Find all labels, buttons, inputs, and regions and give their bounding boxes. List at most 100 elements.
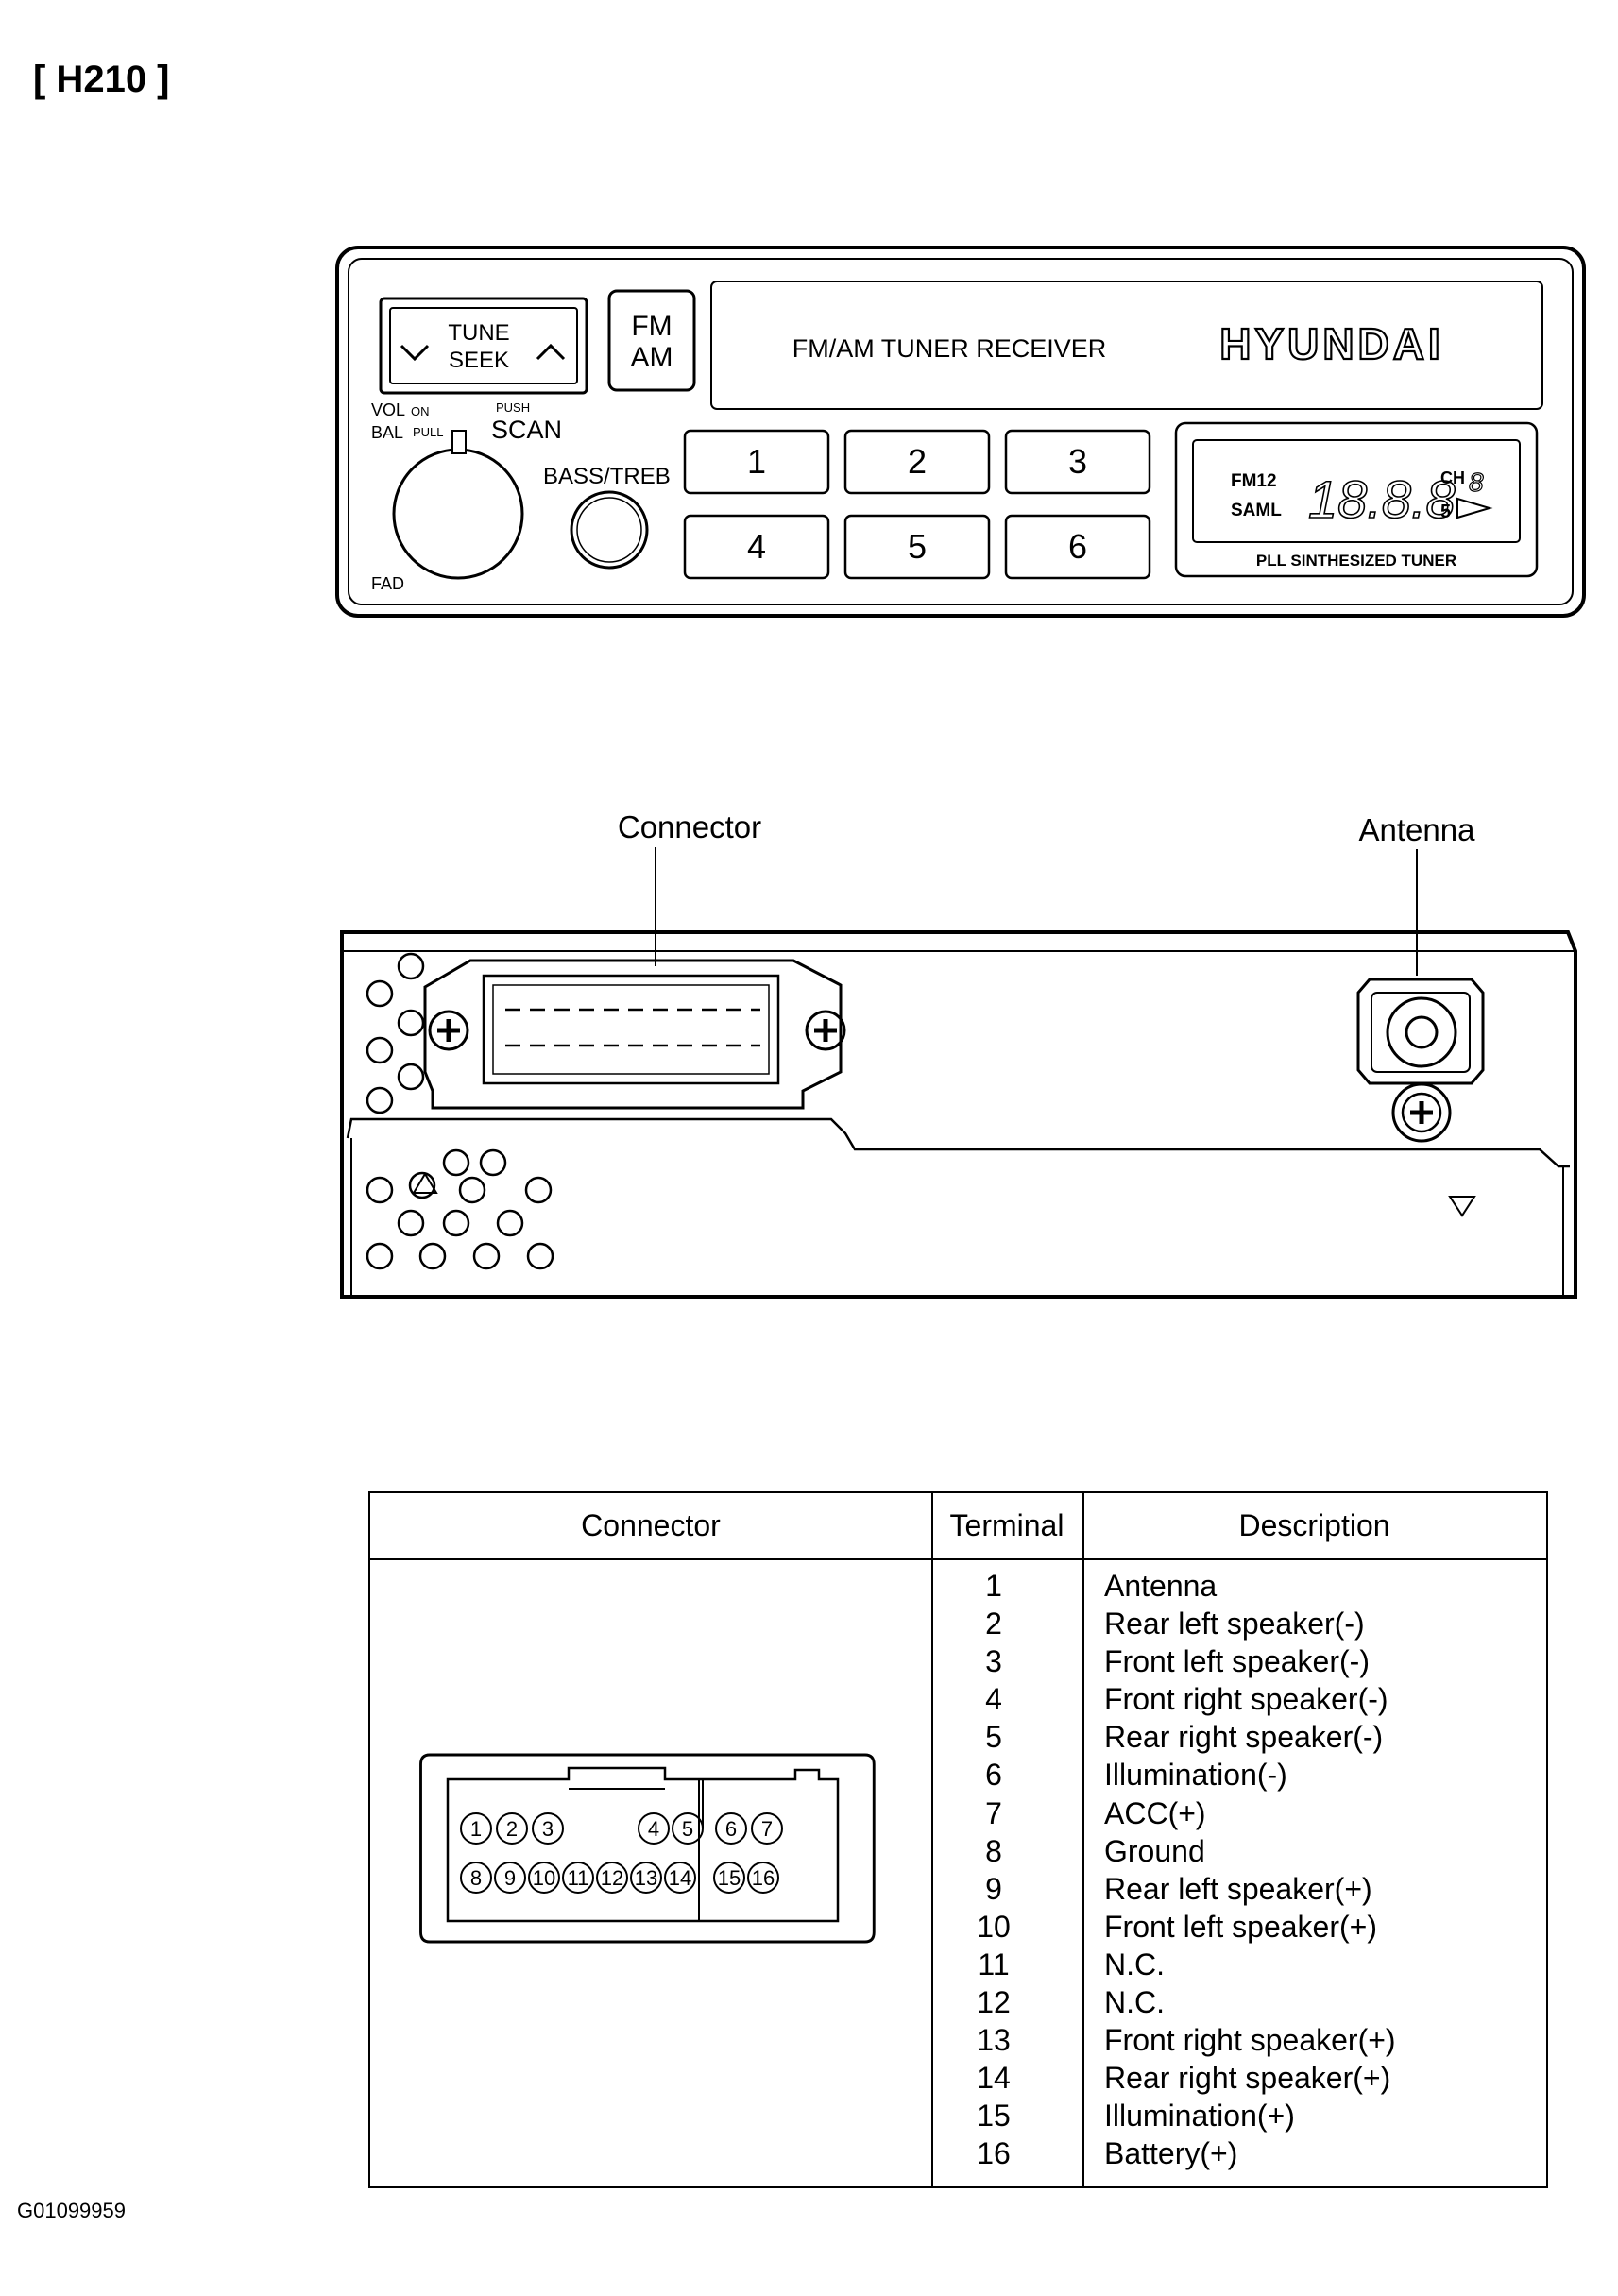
lcd-fm12: FM12 xyxy=(1231,471,1277,491)
terminal-cell: 9 xyxy=(985,1871,1002,1906)
header-description: Description xyxy=(1082,1493,1546,1560)
description-cell: Rear right speaker(+) xyxy=(1104,2061,1391,2096)
terminal-cell: 4 xyxy=(985,1682,1002,1717)
description-cell: Front right speaker(+) xyxy=(1104,2023,1396,2058)
preset-5-label: 5 xyxy=(908,527,927,566)
figure-id: G01099959 xyxy=(17,2199,126,2222)
preset-button-4[interactable]: 4 xyxy=(683,514,830,580)
svg-text:2: 2 xyxy=(506,1817,518,1841)
connector-pin: 6 xyxy=(715,1812,747,1845)
radio-front-panel: TUNE SEEK FM AM FM/AM TUNER RECEIVER HYU… xyxy=(335,246,1586,618)
description-cell: Illumination(+) xyxy=(1104,2099,1295,2134)
connector-pin: 13 xyxy=(630,1862,662,1894)
scan-label: SCAN xyxy=(491,416,562,444)
band-am-label: AM xyxy=(631,342,673,373)
preset-button-1[interactable]: 1 xyxy=(683,429,830,495)
connector-pin: 9 xyxy=(494,1862,526,1894)
connector-pin: 5 xyxy=(672,1812,704,1845)
svg-text:9: 9 xyxy=(504,1866,516,1890)
description-cell: ACC(+) xyxy=(1104,1795,1206,1830)
svg-text:11: 11 xyxy=(568,1866,589,1890)
terminal-cell: 6 xyxy=(985,1758,1002,1793)
vent-holes-upper xyxy=(366,952,425,1114)
preset-button-5[interactable]: 5 xyxy=(843,514,991,580)
vol-label: VOL xyxy=(371,400,405,419)
svg-text:12: 12 xyxy=(601,1866,623,1890)
preset-button-2[interactable]: 2 xyxy=(843,429,991,495)
connector-pin: 12 xyxy=(596,1862,628,1894)
preset-button-3[interactable]: 3 xyxy=(1004,429,1151,495)
svg-text:6: 6 xyxy=(725,1817,737,1841)
triangle-up-icon xyxy=(412,1172,438,1194)
tune-seek-button[interactable]: TUNE SEEK xyxy=(379,297,588,395)
connector-pin: 14 xyxy=(664,1862,696,1894)
description-cell: Front right speaker(-) xyxy=(1104,1682,1388,1717)
lcd-screen xyxy=(1192,439,1521,543)
chassis xyxy=(340,930,1577,1299)
basstreb-label: BASS/TREB xyxy=(543,464,671,489)
chevron-up-icon xyxy=(536,343,566,361)
terminal-cell: 8 xyxy=(985,1833,1002,1868)
column-divider xyxy=(931,1493,933,2186)
svg-text:15: 15 xyxy=(718,1866,741,1890)
svg-text:7: 7 xyxy=(761,1817,773,1841)
lcd-digits: 18.8.8 xyxy=(1308,469,1456,529)
description-cell: Front left speaker(+) xyxy=(1104,1909,1377,1944)
preset-button-6[interactable]: 6 xyxy=(1004,514,1151,580)
bal-label: BAL xyxy=(371,423,403,442)
connector-pin: 11 xyxy=(562,1862,594,1894)
description-cell: Battery(+) xyxy=(1104,2136,1238,2171)
connector-pin: 3 xyxy=(532,1812,564,1845)
terminal-cell: 7 xyxy=(985,1795,1002,1830)
preset-4-label: 4 xyxy=(747,527,766,566)
svg-text:1: 1 xyxy=(470,1817,482,1841)
description-cell: Front left speaker(-) xyxy=(1104,1644,1370,1679)
svg-text:14: 14 xyxy=(669,1866,691,1890)
lcd-caption: PLL SINTHESIZED TUNER xyxy=(1256,552,1456,570)
terminal-cell: 3 xyxy=(985,1644,1002,1679)
svg-text:13: 13 xyxy=(635,1866,657,1890)
terminal-cell: 15 xyxy=(977,2099,1011,2134)
triangle-down-icon xyxy=(1448,1196,1476,1217)
fm-am-button[interactable]: FM AM xyxy=(607,289,696,392)
terminal-cell: 14 xyxy=(977,2061,1011,2096)
description-cell: N.C. xyxy=(1104,1985,1165,2020)
lcd-ch-digit: 8 xyxy=(1469,468,1484,497)
svg-text:10: 10 xyxy=(533,1866,555,1890)
connector-pin: 7 xyxy=(751,1812,783,1845)
preset-3-label: 3 xyxy=(1068,442,1087,481)
antenna-jack xyxy=(1356,978,1485,1143)
connector-pin: 15 xyxy=(713,1862,745,1894)
svg-text:16: 16 xyxy=(752,1866,775,1890)
volume-knob[interactable] xyxy=(392,430,524,580)
description-cell: N.C. xyxy=(1104,1947,1165,1981)
pull-label: PULL xyxy=(413,425,444,439)
description-cell: Rear right speaker(-) xyxy=(1104,1720,1384,1755)
terminal-cell: 13 xyxy=(977,2023,1011,2058)
description-cell: Antenna xyxy=(1104,1569,1218,1603)
bass-treble-knob[interactable] xyxy=(570,490,649,570)
page-title: [ H210 ] xyxy=(33,59,170,100)
tune-label: TUNE xyxy=(448,320,509,346)
push-label: PUSH xyxy=(496,400,530,415)
connector-callout-label: Connector xyxy=(618,809,761,844)
connector-pin: 16 xyxy=(747,1862,779,1894)
terminal-cell: 11 xyxy=(978,1947,1010,1981)
lcd-saml: SAML xyxy=(1231,501,1282,520)
brand-logo: HYUNDAI xyxy=(1219,319,1444,368)
rear-connector xyxy=(423,959,846,1110)
header-connector: Connector xyxy=(370,1493,931,1560)
antenna-callout-label: Antenna xyxy=(1359,812,1476,847)
terminal-cell: 16 xyxy=(977,2136,1011,2171)
terminal-cell: 12 xyxy=(977,1985,1011,2020)
preset-2-label: 2 xyxy=(908,442,927,481)
description-cell: Rear left speaker(-) xyxy=(1104,1607,1365,1641)
connector-pin: 1 xyxy=(460,1812,492,1845)
header-terminal: Terminal xyxy=(931,1493,1082,1560)
svg-text:4: 4 xyxy=(648,1817,659,1841)
